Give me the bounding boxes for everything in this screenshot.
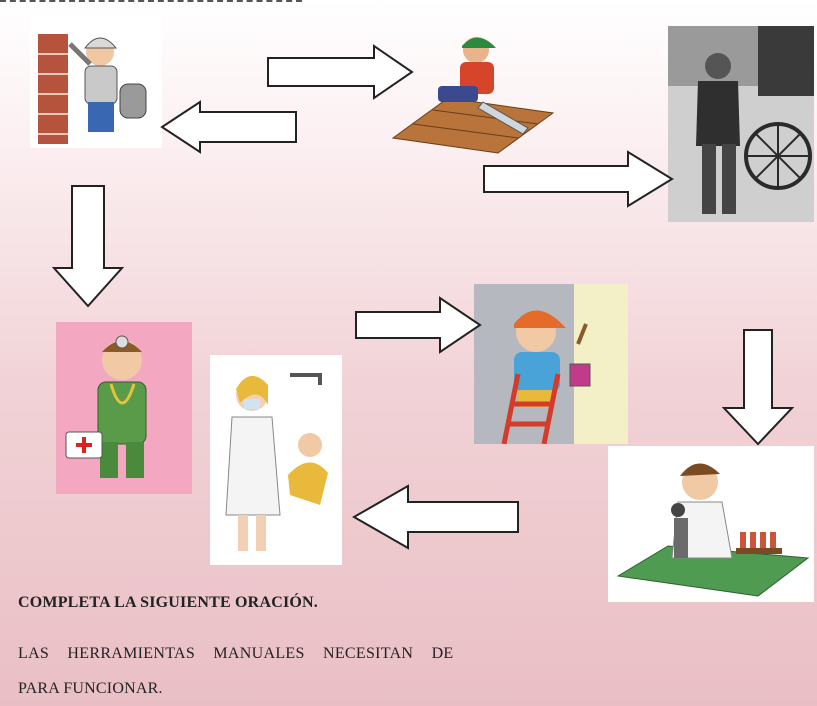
sentence-start: LAS HERRAMIENTAS MANUALES NECESITAN DE [18,645,454,662]
arrow-right-3-icon [355,296,482,354]
knife-sharpener-photo [668,26,814,222]
painter-icon [501,284,628,444]
instruction-heading: COMPLETA LA SIGUIENTE ORACIÓN. [18,594,318,611]
dentist-illustration [210,355,342,565]
grinding-wheel-photo [668,26,814,222]
arrow-left-2 [352,484,520,550]
sentence-end: PARA FUNCIONAR. [18,680,163,697]
arrow-right-1 [266,44,414,100]
arrow-right-2 [482,150,674,208]
doctor-icon [65,335,147,478]
arrow-left-2-icon [352,484,519,550]
arrow-left-1 [160,100,298,154]
painter-illustration [474,284,628,444]
arrow-right-3 [354,296,482,354]
arrow-down-2 [722,328,794,446]
carpenter-illustration [388,28,558,154]
arrow-down-1 [52,184,124,308]
arrow-down-1-icon [52,185,124,308]
scientist-illustration [608,446,814,602]
dentist-icon [225,373,328,551]
carpenter-saw-icon [391,37,555,154]
doctor-illustration [56,322,192,494]
bricklayer-icon [38,34,147,144]
arrow-left-1-icon [160,100,297,154]
bricklayer-illustration [30,14,162,148]
arrow-right-2-icon [483,150,674,208]
answer-blank[interactable] [0,0,302,2]
arrow-down-2-icon [722,329,794,446]
arrow-right-1-icon [267,44,414,100]
microscope-scientist-icon [616,463,810,597]
